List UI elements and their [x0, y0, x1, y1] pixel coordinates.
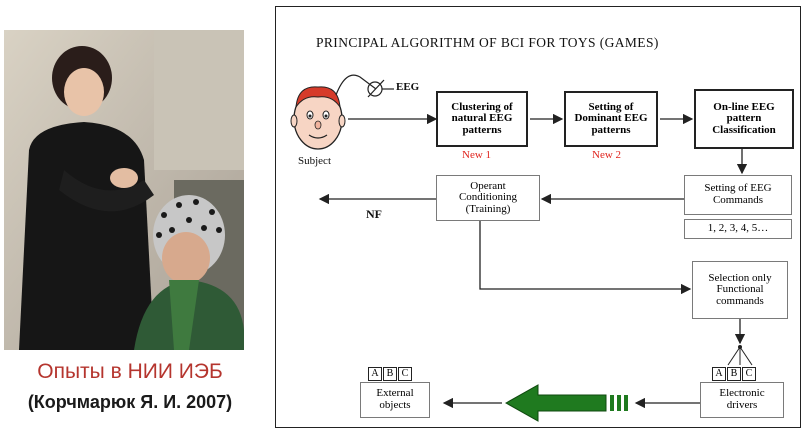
diagram-title: PRINCIPAL ALGORITHM OF BCI FOR TOYS (GAM…	[316, 35, 659, 50]
key-b: B	[383, 367, 397, 381]
key-a: A	[368, 367, 382, 381]
box-setting-dominant: Setting of Dominant EEG patterns	[564, 91, 658, 147]
abc-driver-keys: A B C	[712, 367, 756, 381]
eeg-label: EEG	[396, 81, 420, 93]
diagram-connectors	[290, 74, 753, 422]
key-b: B	[727, 367, 741, 381]
caption-title: Опыты в НИИ ИЭБ	[37, 360, 223, 383]
bci-algorithm-diagram: PRINCIPAL ALGORITHM OF BCI FOR TOYS (GAM…	[275, 6, 801, 428]
box-online-classification: On-line EEG pattern Classification	[694, 89, 794, 149]
key-a: A	[712, 367, 726, 381]
box-selection-functional: Selection only Functional commands	[692, 261, 788, 319]
box-external-objects: External objects	[360, 382, 430, 418]
nf-label: NF	[366, 207, 382, 221]
box-operant-conditioning: Operant Conditioning (Training)	[436, 175, 540, 221]
key-c: C	[398, 367, 412, 381]
abc-object-keys: A B C	[368, 367, 412, 381]
subject-label: Subject	[298, 155, 331, 167]
big-green-arrow	[504, 384, 628, 422]
subject-face-icon	[290, 86, 346, 150]
box-command-numbers: 1, 2, 3, 4, 5…	[684, 219, 792, 239]
new-2-label: New 2	[592, 149, 622, 161]
box-clustering: Clustering of natural EEG patterns	[436, 91, 528, 147]
experiment-photo	[4, 30, 244, 350]
caption-author: (Корчмарюк Я. И. 2007)	[27, 392, 233, 412]
key-c: C	[742, 367, 756, 381]
box-electronic-drivers: Electronic drivers	[700, 382, 784, 418]
box-setting-commands: Setting of EEG Commands	[684, 175, 792, 215]
new-1-label: New 1	[462, 149, 492, 161]
